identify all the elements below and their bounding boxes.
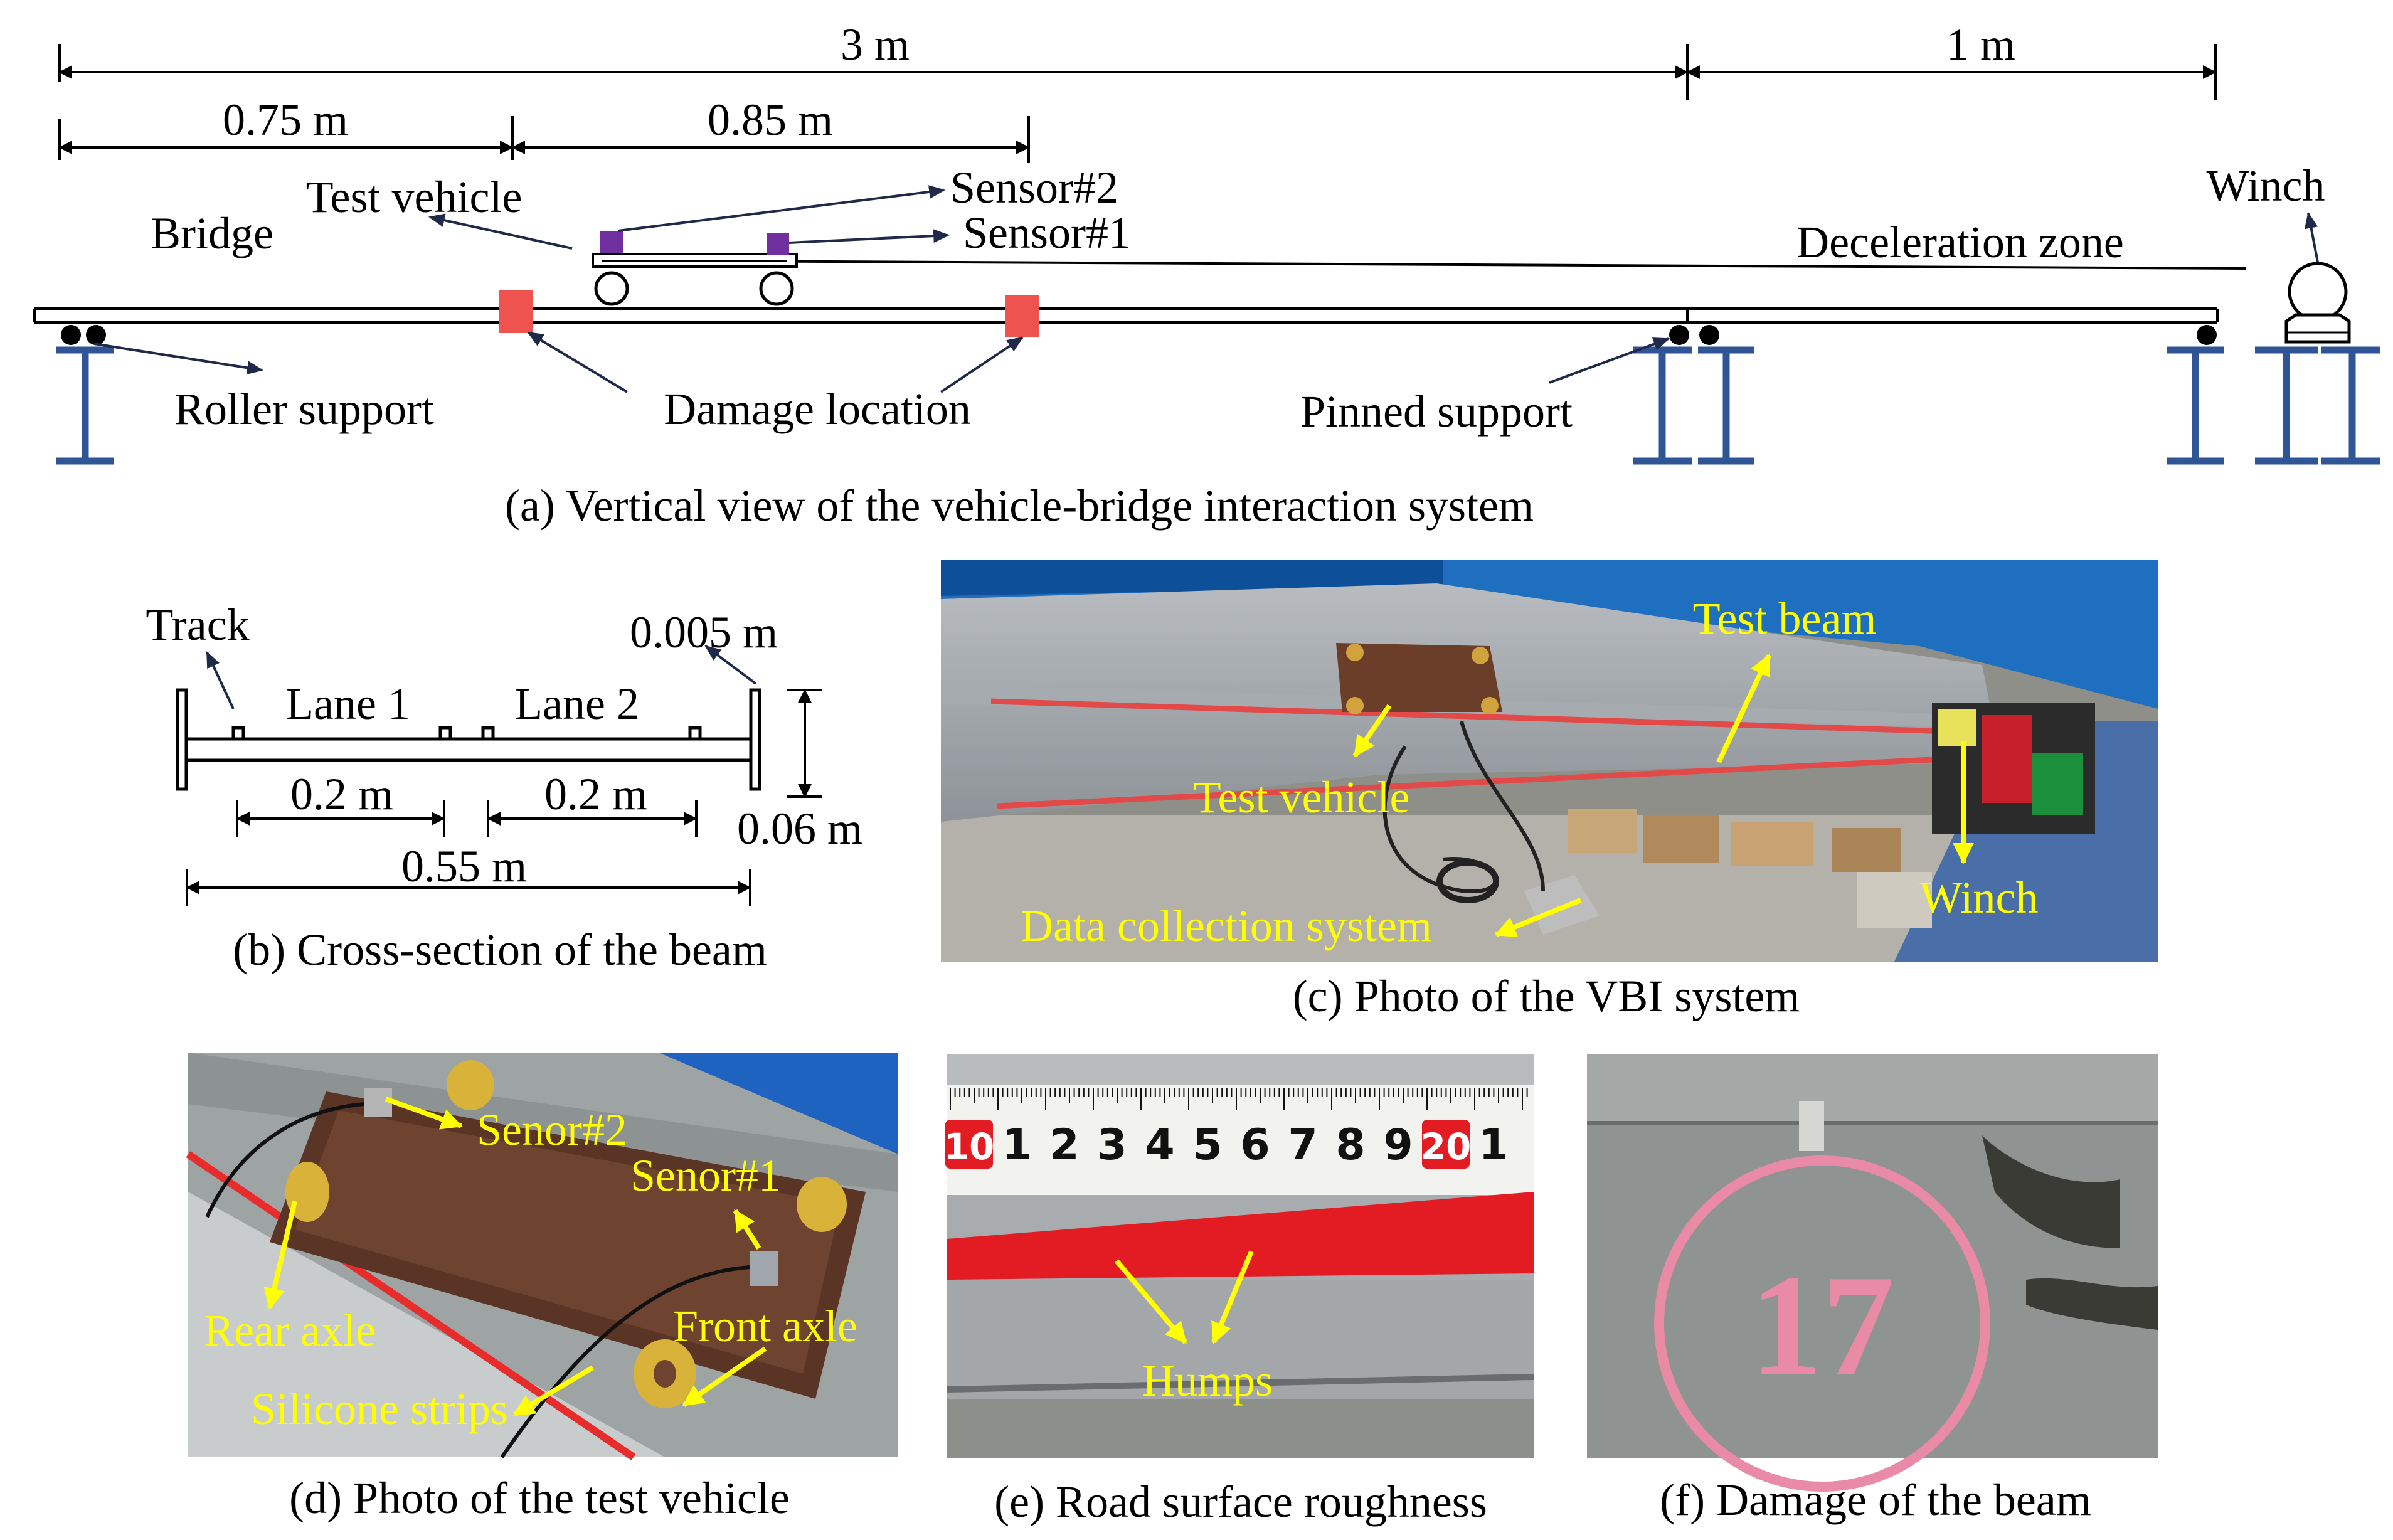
rear-axle-label: Rear axle bbox=[204, 1305, 376, 1356]
damage-marker-1 bbox=[499, 290, 533, 333]
front-axle-label: Front axle bbox=[673, 1301, 857, 1351]
ruler-digit: 3 bbox=[1097, 1120, 1127, 1170]
ruler-digit: 10 bbox=[944, 1125, 995, 1168]
panel-c-arrows bbox=[1352, 654, 1974, 937]
photo-winch-label: Winch bbox=[1919, 873, 2038, 923]
test-beam-label: Test beam bbox=[1693, 593, 1877, 644]
panel-c-caption: (c) Photo of the VBI system bbox=[1293, 971, 1800, 1021]
sensor-2-block bbox=[600, 231, 623, 253]
sensor-1-block bbox=[767, 233, 789, 255]
ruler-digit: 1 bbox=[1002, 1120, 1031, 1170]
ruler-digit-badge bbox=[1422, 1120, 1470, 1169]
ruler-digit: 4 bbox=[1145, 1120, 1174, 1170]
damage-marker-2 bbox=[1005, 295, 1039, 337]
thickness-label: 0.005 m bbox=[630, 607, 778, 657]
lane-2-label: Lane 2 bbox=[515, 679, 639, 729]
bridge-beam bbox=[33, 260, 2246, 324]
test-vehicle-drawing bbox=[592, 231, 798, 306]
panel-e-caption: (e) Road surface roughness bbox=[994, 1477, 1487, 1527]
cross-section-arrows bbox=[206, 645, 757, 709]
panel-b-labels: Track 0.005 m Lane 1 Lane 2 0.2 m 0.2 m … bbox=[146, 600, 862, 975]
panel-d: Senor#2 Senor#1 Rear axle Front axle Sil… bbox=[186, 1053, 898, 1523]
ruler-digit: 2 bbox=[1049, 1120, 1079, 1170]
dimension-lines bbox=[58, 44, 2217, 163]
panel-a: 3 m 1 m 0.75 m 0.85 m Test vehicle Bridg… bbox=[33, 19, 2380, 531]
damage-location-label: Damage location bbox=[664, 384, 971, 434]
lane-width-2-label: 0.2 m bbox=[544, 769, 647, 819]
silicone-strips-label: Silicone strips bbox=[251, 1384, 508, 1434]
panel-f-caption: (f) Damage of the beam bbox=[1660, 1475, 2091, 1525]
supports bbox=[56, 325, 2380, 465]
photo-test-vehicle-label: Test vehicle bbox=[1194, 772, 1410, 822]
panel-e-arrows bbox=[1114, 1250, 1254, 1344]
ruler-digit: 9 bbox=[1383, 1120, 1413, 1170]
ruler-digit: 20 bbox=[1421, 1125, 1472, 1168]
ruler-digit: 7 bbox=[1288, 1120, 1317, 1170]
panel-d-arrows bbox=[263, 1097, 767, 1417]
winch-drawing bbox=[2284, 262, 2351, 344]
data-collection-label: Data collection system bbox=[1021, 901, 1432, 951]
ruler-digit: 5 bbox=[1192, 1120, 1222, 1170]
ruler-ticks bbox=[950, 1088, 1528, 1110]
bridge-label: Bridge bbox=[151, 208, 273, 258]
ruler-digit: 6 bbox=[1240, 1120, 1270, 1170]
dim-3m-label: 3 m bbox=[841, 19, 910, 70]
panel-d-photo-labels: Senor#2 Senor#1 Rear axle Front axle Sil… bbox=[204, 1105, 857, 1434]
photo-beam-damage bbox=[1587, 1054, 2158, 1492]
dim-085m-label: 0.85 m bbox=[708, 95, 833, 145]
height-label: 0.06 m bbox=[737, 804, 862, 854]
sensor-2-label: Sensor#2 bbox=[950, 162, 1118, 213]
beam-cross-section bbox=[176, 688, 761, 791]
panel-a-caption: (a) Vertical view of the vehicle-bridge … bbox=[505, 481, 1534, 531]
label-arrows-a bbox=[93, 185, 2319, 393]
lane-width-1-label: 0.2 m bbox=[290, 769, 393, 819]
humps-label: Humps bbox=[1142, 1356, 1273, 1406]
panel-c: Test beam Test vehicle Winch Data collec… bbox=[941, 560, 2158, 1021]
panel-c-photo-labels: Test beam Test vehicle Winch Data collec… bbox=[1021, 593, 2038, 951]
photo-sensor-1-label: Senor#1 bbox=[630, 1150, 781, 1201]
width-label: 0.55 m bbox=[401, 841, 527, 891]
photo-sensor-2-label: Senor#2 bbox=[477, 1105, 627, 1155]
dim-1m-label: 1 m bbox=[1946, 19, 2015, 70]
panel-f: 17 (f) Damage of the beam bbox=[1587, 1054, 2158, 1525]
test-vehicle-label: Test vehicle bbox=[306, 172, 523, 222]
dim-075m-label: 0.75 m bbox=[223, 95, 348, 145]
ruler-digit: 8 bbox=[1335, 1120, 1365, 1170]
ruler-digit-badge bbox=[945, 1120, 993, 1169]
cross-section-dimensions bbox=[186, 689, 822, 906]
panel-d-caption: (d) Photo of the test vehicle bbox=[289, 1473, 790, 1523]
panel-a-labels: 3 m 1 m 0.75 m 0.85 m Test vehicle Bridg… bbox=[151, 19, 2325, 531]
photo-vbi-system bbox=[941, 560, 2158, 962]
deceleration-zone-label: Deceleration zone bbox=[1796, 217, 2124, 267]
roller-support-label: Roller support bbox=[174, 384, 434, 434]
pinned-support-label: Pinned support bbox=[1300, 386, 1573, 437]
damage-number-mark: 17 bbox=[1750, 1245, 1894, 1405]
track-label: Track bbox=[146, 600, 249, 650]
photo-test-vehicle bbox=[186, 1053, 898, 1460]
panel-b: Track 0.005 m Lane 1 Lane 2 0.2 m 0.2 m … bbox=[146, 600, 862, 975]
lane-1-label: Lane 1 bbox=[286, 679, 410, 729]
winch-label: Winch bbox=[2206, 161, 2325, 211]
panel-b-caption: (b) Cross-section of the beam bbox=[233, 925, 767, 975]
ruler-digit: 1 bbox=[1478, 1120, 1508, 1170]
sensor-1-label: Sensor#1 bbox=[963, 208, 1131, 258]
